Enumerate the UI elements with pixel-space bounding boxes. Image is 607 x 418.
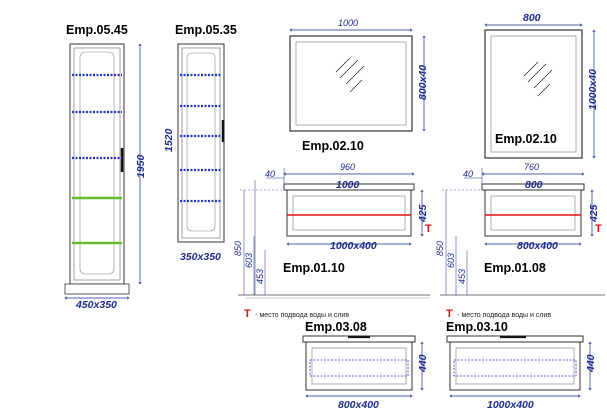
dim-40-a: 40: [265, 169, 276, 179]
dim-1000x400-b: 1000x400: [487, 399, 534, 411]
legend-marker-a: T: [244, 308, 251, 320]
dim-425-b: 425: [588, 204, 600, 222]
title-emp-03-08: Emp.03.08: [305, 320, 367, 334]
title-emp-05-35: Emp.05.35: [175, 23, 237, 37]
cabinet-emp-05-35: [177, 43, 225, 243]
dim-850-b: 850: [435, 240, 445, 256]
title-emp-03-10: Emp.03.10: [446, 320, 508, 334]
title-emp-01-08: Emp.01.08: [484, 261, 546, 275]
title-mirror-800: Emp.02.10: [495, 132, 557, 146]
vanity-emp-01-08: [440, 168, 605, 296]
dim-603-b: 603: [446, 252, 456, 268]
legend-text-a: - место подвода воды и слив: [255, 312, 350, 319]
dim-mirror-800-width: 800: [523, 12, 541, 24]
dim-1950: 1950: [135, 154, 147, 178]
dim-1520: 1520: [163, 128, 175, 152]
dim-453-b: 453: [457, 268, 467, 284]
dim-440-a: 440: [417, 354, 429, 372]
dim-453-a: 453: [255, 268, 265, 284]
dim-mirror-1000-width: 1000: [338, 18, 359, 28]
dim-350x350: 350x350: [180, 251, 221, 263]
legend-marker-b: T: [446, 308, 453, 320]
dim-40-b: 40: [463, 169, 474, 179]
dim-1000-top: 1000: [336, 179, 360, 191]
mirror-800: [484, 25, 594, 159]
title-mirror-1000: Emp.02.10: [302, 139, 364, 153]
dim-960: 960: [340, 162, 356, 172]
dim-450x350: 450x350: [76, 299, 117, 311]
vanity-emp-03-10: [446, 335, 590, 396]
legend-text-b: - место подвода воды и слив: [457, 312, 552, 319]
dim-850-a: 850: [233, 240, 243, 256]
vanity-emp-03-08: [302, 335, 422, 396]
water-outlet-marker-a: T: [425, 223, 432, 235]
dim-760: 760: [524, 162, 540, 172]
dim-425-a: 425: [417, 204, 429, 222]
water-outlet-marker-b: T: [595, 223, 602, 235]
dim-603-a: 603: [244, 252, 254, 268]
vanity-emp-01-10: [238, 168, 430, 296]
dim-mirror-1000-height: 800x40: [417, 64, 429, 100]
dim-800x400-a: 800x400: [517, 240, 558, 252]
dim-mirror-800-height: 1000x40: [587, 69, 599, 110]
title-emp-01-10: Emp.01.10: [283, 261, 345, 275]
dim-1000x400: 1000x400: [330, 240, 377, 252]
dim-800x400-b: 800x400: [338, 399, 379, 411]
legend-note-a: T - место подвода воды и слив: [244, 305, 349, 321]
legend-note-b: T - место подвода воды и слив: [446, 305, 551, 321]
mirror-1000: [289, 30, 424, 132]
title-emp-05-45: Emp.05.45: [66, 23, 128, 37]
cabinet-emp-05-45: [65, 44, 140, 298]
dim-800-top: 800: [525, 179, 543, 191]
dim-440-b: 440: [585, 354, 597, 372]
